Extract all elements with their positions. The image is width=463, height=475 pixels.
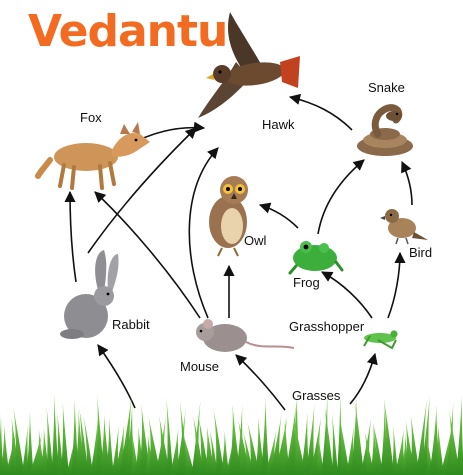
grass-blade [46, 406, 54, 475]
grass-blade [415, 397, 428, 475]
grass-blade [0, 414, 4, 475]
label-bird: Bird [409, 245, 433, 260]
grass-blade [148, 416, 161, 475]
grass-blade [83, 416, 94, 475]
grass-blade [279, 417, 291, 475]
grass-blade [176, 407, 186, 475]
fox-icon [35, 122, 150, 190]
arrow-snake-hawk [288, 93, 353, 131]
grass-blade [56, 412, 64, 475]
arrow-mouse-hawk [188, 147, 219, 319]
arrow-grasses-grasshopper [349, 352, 378, 405]
grass-blade [229, 403, 241, 475]
arrow-grasshopper-bird [387, 251, 406, 319]
grass-blade [66, 431, 77, 475]
grass-blade [372, 421, 384, 475]
label-hawk: Hawk [262, 117, 295, 132]
grass-blade [436, 423, 444, 475]
snake-icon [357, 104, 413, 156]
grass-blade [410, 414, 420, 475]
label-frog: Frog [293, 275, 320, 290]
grass-blade [166, 397, 174, 475]
grass-blade [106, 416, 114, 475]
owl-icon [209, 176, 248, 257]
grass-blade [198, 414, 210, 475]
grass-blade [13, 407, 25, 475]
label-grasshopper: Grasshopper [289, 319, 365, 334]
grass-blade [339, 418, 350, 475]
grasshopper-icon [363, 330, 398, 350]
grass-blade [354, 400, 365, 475]
arrow-rabbit-hawk [87, 127, 197, 254]
grass-blade [51, 393, 59, 475]
label-rabbit: Rabbit [112, 317, 150, 332]
grass-blade [26, 411, 34, 475]
frog-icon [288, 241, 344, 275]
grass-blade [455, 394, 463, 475]
arrow-frog-snake [317, 159, 365, 235]
grass-blade [79, 407, 89, 475]
label-fox: Fox [80, 110, 102, 125]
grass-blade [346, 425, 354, 475]
grass-blade [192, 414, 204, 475]
grass-blade [60, 402, 70, 475]
grass-blade [305, 403, 315, 475]
mouse-icon [196, 319, 295, 352]
grass-blade [182, 431, 195, 475]
label-mouse: Mouse [180, 359, 220, 374]
arrow-grasshopper-frog [321, 271, 373, 319]
label-snake: Snake [368, 80, 405, 95]
arrow-rabbit-fox [64, 190, 77, 283]
grass-blade [111, 425, 119, 475]
grass-blade [324, 406, 334, 475]
grass-blade [213, 408, 225, 475]
grass-blade [209, 429, 219, 475]
grass-blade [391, 425, 399, 475]
grass-blade [0, 424, 10, 475]
grass-blade [21, 425, 29, 475]
grass-blade [300, 411, 310, 475]
grass-blade [125, 403, 135, 475]
hawk-icon [198, 12, 300, 118]
grass-blade [383, 397, 395, 475]
grass-blade [315, 432, 325, 475]
rabbit-icon [60, 250, 119, 339]
arrow-grasses-mouse [235, 354, 286, 411]
arrow-bird-snake [401, 160, 413, 206]
arrow-mouse-fox [94, 191, 201, 319]
grass-blade [394, 429, 406, 475]
grass-icon [0, 393, 463, 475]
bird-icon [380, 209, 428, 245]
grass-blade [449, 410, 461, 475]
arrow-grasses-rabbit [97, 344, 136, 409]
grass-blade [260, 396, 270, 475]
brand-logo: Vedantu [28, 6, 228, 57]
food-web-arrows [64, 93, 413, 411]
grass-blade [331, 412, 339, 475]
label-owl: Owl [244, 233, 267, 248]
grass-blade [321, 393, 329, 475]
label-grasses: Grasses [292, 388, 341, 403]
grass-blade [220, 430, 230, 475]
grass-blade [169, 428, 181, 475]
arrow-frog-owl [258, 202, 299, 229]
